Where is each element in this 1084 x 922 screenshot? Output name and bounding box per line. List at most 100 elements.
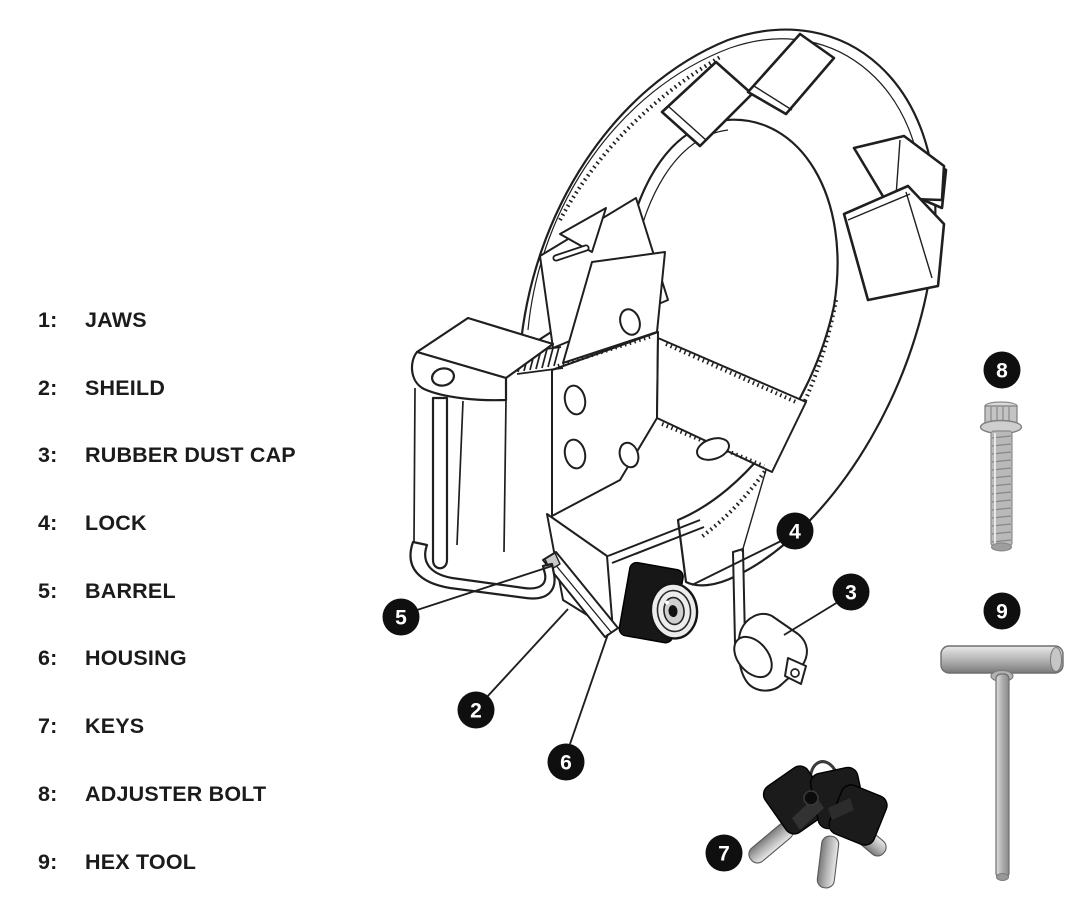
lock-face-ring bbox=[656, 589, 692, 633]
parts-list-item-3: 3:RUBBER DUST CAP bbox=[38, 444, 296, 467]
part-number: 4: bbox=[38, 511, 58, 535]
part-label: BARREL bbox=[85, 579, 176, 603]
callouts: 5 2 6 4 3 7 8 bbox=[382, 351, 1021, 872]
callout-3: 3 bbox=[832, 573, 870, 611]
hex-tool-shaft bbox=[995, 673, 1010, 879]
bracket-rear-edge bbox=[413, 387, 416, 543]
leader-6 bbox=[569, 633, 609, 745]
housing-hole-upper bbox=[563, 384, 587, 416]
parts-list-item-7: 7: KEYS bbox=[38, 715, 144, 738]
svg-text:8: 8 bbox=[996, 360, 1008, 383]
callout-5: 5 bbox=[382, 598, 420, 636]
parts-list-item-1: 1: JAWS bbox=[38, 309, 147, 332]
part-number: 9: bbox=[38, 850, 58, 874]
grip-pad-top-right bbox=[746, 32, 836, 116]
part-label: JAWS bbox=[85, 308, 147, 332]
hex-tool bbox=[940, 645, 1064, 881]
part-number: 8: bbox=[38, 782, 58, 806]
bottom-flange bbox=[656, 337, 807, 473]
leader-5 bbox=[416, 565, 553, 611]
hex-tool-handle-end bbox=[1050, 647, 1062, 672]
part-label: SHEILD bbox=[85, 376, 166, 400]
part-label: HEX TOOL bbox=[85, 850, 197, 874]
lock-highlight bbox=[665, 600, 670, 605]
support-edge bbox=[607, 519, 701, 557]
leader-4 bbox=[691, 540, 782, 586]
ring-knurl-top bbox=[558, 54, 724, 221]
part-number: 2: bbox=[38, 376, 58, 400]
part-label: HOUSING bbox=[85, 646, 187, 670]
leader-2 bbox=[485, 608, 569, 699]
housing-front-face bbox=[551, 331, 659, 517]
callout-4: 4 bbox=[776, 512, 814, 550]
svg-text:2: 2 bbox=[470, 700, 482, 723]
parts-list-item-4: 4: LOCK bbox=[38, 512, 147, 535]
part-number: 5: bbox=[38, 579, 58, 603]
leader-lines bbox=[416, 540, 839, 745]
bracket-front-face bbox=[410, 350, 508, 402]
grip-pad-edge bbox=[667, 105, 707, 141]
clamp-pin bbox=[431, 396, 449, 570]
upper-plate bbox=[562, 251, 666, 364]
part-number: 6: bbox=[38, 646, 58, 670]
leader-3 bbox=[783, 601, 839, 636]
svg-text:6: 6 bbox=[560, 752, 572, 775]
bracket-foot bbox=[409, 540, 556, 600]
gusset-slot-inner bbox=[554, 246, 588, 260]
callout-2: 2 bbox=[457, 691, 495, 729]
housing-right-wall-edge bbox=[741, 469, 767, 553]
keys bbox=[748, 760, 888, 889]
callout-6: 6 bbox=[547, 743, 585, 781]
grip-pad-edge bbox=[753, 85, 793, 111]
part-label: KEYS bbox=[85, 714, 145, 738]
part-label: RUBBER DUST CAP bbox=[85, 443, 296, 467]
callout-7: 7 bbox=[705, 834, 743, 872]
svg-text:3: 3 bbox=[845, 582, 857, 605]
callout-8: 8 bbox=[983, 351, 1021, 389]
grip-pad-right-upper bbox=[852, 134, 946, 202]
front-bracket bbox=[409, 316, 556, 600]
clamp-body bbox=[539, 197, 807, 644]
adjuster-bolt bbox=[979, 401, 1023, 552]
flange-slot-hole bbox=[696, 437, 730, 461]
upper-plate-hole bbox=[619, 308, 641, 336]
key-head-hole bbox=[803, 790, 819, 806]
dust-cap-tab-hole bbox=[790, 668, 800, 678]
ring-outer-accent-line bbox=[527, 38, 923, 331]
svg-text:4: 4 bbox=[789, 521, 801, 544]
flange-knurl bbox=[665, 342, 797, 404]
parts-list-item-9: 9: HEX TOOL bbox=[38, 851, 196, 874]
callout-9: 9 bbox=[983, 592, 1021, 630]
key-head-facet bbox=[828, 798, 854, 820]
svg-text:9: 9 bbox=[996, 601, 1008, 624]
key-shaft-middle bbox=[816, 835, 840, 889]
shield-strip-edge bbox=[548, 556, 612, 633]
svg-text:5: 5 bbox=[395, 607, 407, 630]
support-edge bbox=[611, 526, 705, 564]
hex-tool-tip bbox=[996, 873, 1009, 881]
svg-text:7: 7 bbox=[718, 843, 730, 866]
parts-list-item-5: 5: BARREL bbox=[38, 580, 176, 603]
hex-tool-handle bbox=[940, 645, 1064, 674]
parts-list-item-8: 8: ADJUSTER BOLT bbox=[38, 783, 266, 806]
lock-keyway bbox=[668, 605, 678, 618]
grip-pad-edge bbox=[895, 139, 901, 197]
part-label: LOCK bbox=[85, 511, 147, 535]
grip-pad-edge bbox=[905, 191, 933, 279]
ring-grip-pads bbox=[660, 32, 948, 302]
gusset-triangle-cutout bbox=[559, 207, 607, 253]
grip-pad-edge bbox=[847, 193, 911, 221]
lock-barrel bbox=[618, 561, 699, 644]
parts-list-item-2: 2: SHEILD bbox=[38, 377, 165, 400]
housing-hole-lower bbox=[563, 438, 587, 470]
housing-hole-small bbox=[618, 441, 640, 469]
bracket-hole bbox=[430, 367, 456, 387]
rubber-dust-cap bbox=[733, 612, 808, 692]
dust-cap-opening bbox=[733, 635, 773, 679]
bolt-tip bbox=[991, 542, 1012, 552]
part-number: 7: bbox=[38, 714, 58, 738]
part-number: 1: bbox=[38, 308, 58, 332]
part-label: ADJUSTER BOLT bbox=[85, 782, 267, 806]
